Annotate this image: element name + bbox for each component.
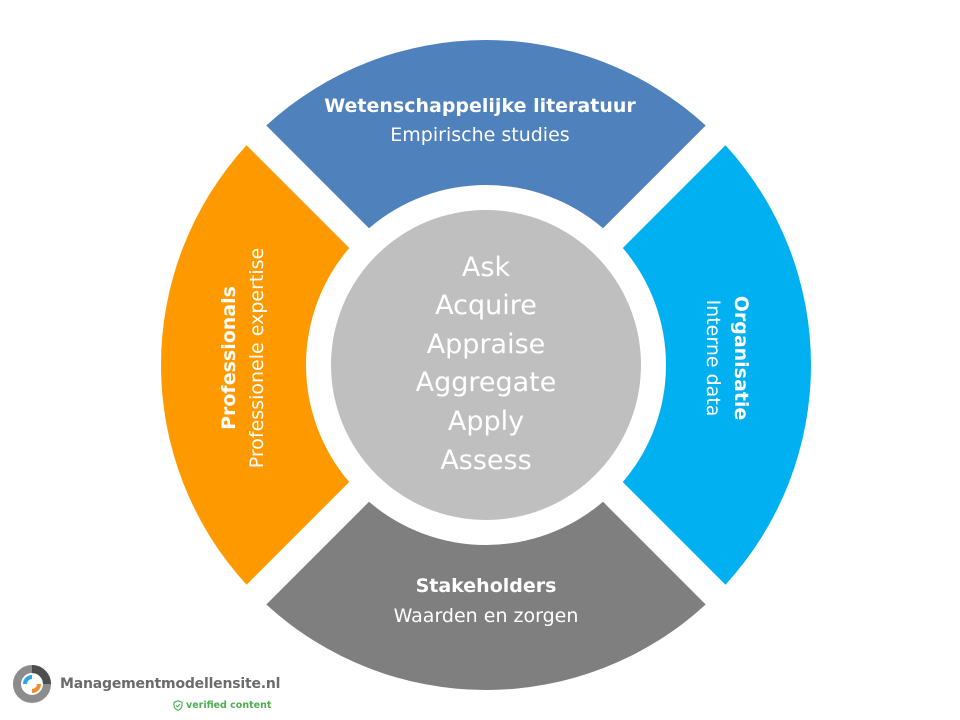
- segment-left-title: Professionals: [218, 286, 240, 430]
- segment-scientific-literature: [266, 40, 706, 229]
- segment-right-title: Organisatie: [730, 296, 752, 421]
- logo-icon: [13, 665, 51, 703]
- verified-text: verified content: [186, 700, 272, 711]
- segment-top-subtitle: Empirische studies: [390, 124, 569, 146]
- step-assess: Assess: [440, 445, 531, 476]
- segment-top-title: Wetenschappelijke literatuur: [324, 95, 636, 117]
- shield-check-icon: [173, 700, 183, 711]
- step-ask: Ask: [462, 252, 511, 283]
- step-appraise: Appraise: [427, 329, 546, 360]
- segment-professionals: [161, 145, 350, 585]
- segment-left-subtitle: Professionele expertise: [246, 248, 268, 468]
- step-acquire: Acquire: [435, 290, 537, 321]
- center-circle: [331, 210, 641, 520]
- brand-name: Managementmodellensite.nl: [60, 676, 281, 692]
- brand-logo: Managementmodellensite.nl: [12, 664, 280, 704]
- segment-right-subtitle: Interne data: [702, 300, 724, 417]
- segment-organization: [622, 145, 811, 585]
- segment-bottom-title: Stakeholders: [416, 575, 557, 597]
- step-aggregate: Aggregate: [416, 367, 557, 398]
- verified-badge: verified content: [173, 700, 271, 711]
- segment-bottom-subtitle: Waarden en zorgen: [394, 605, 579, 627]
- center-steps: Ask Acquire Appraise Aggregate Apply Ass…: [416, 252, 557, 476]
- segment-stakeholders: [266, 501, 706, 690]
- step-apply: Apply: [448, 406, 524, 437]
